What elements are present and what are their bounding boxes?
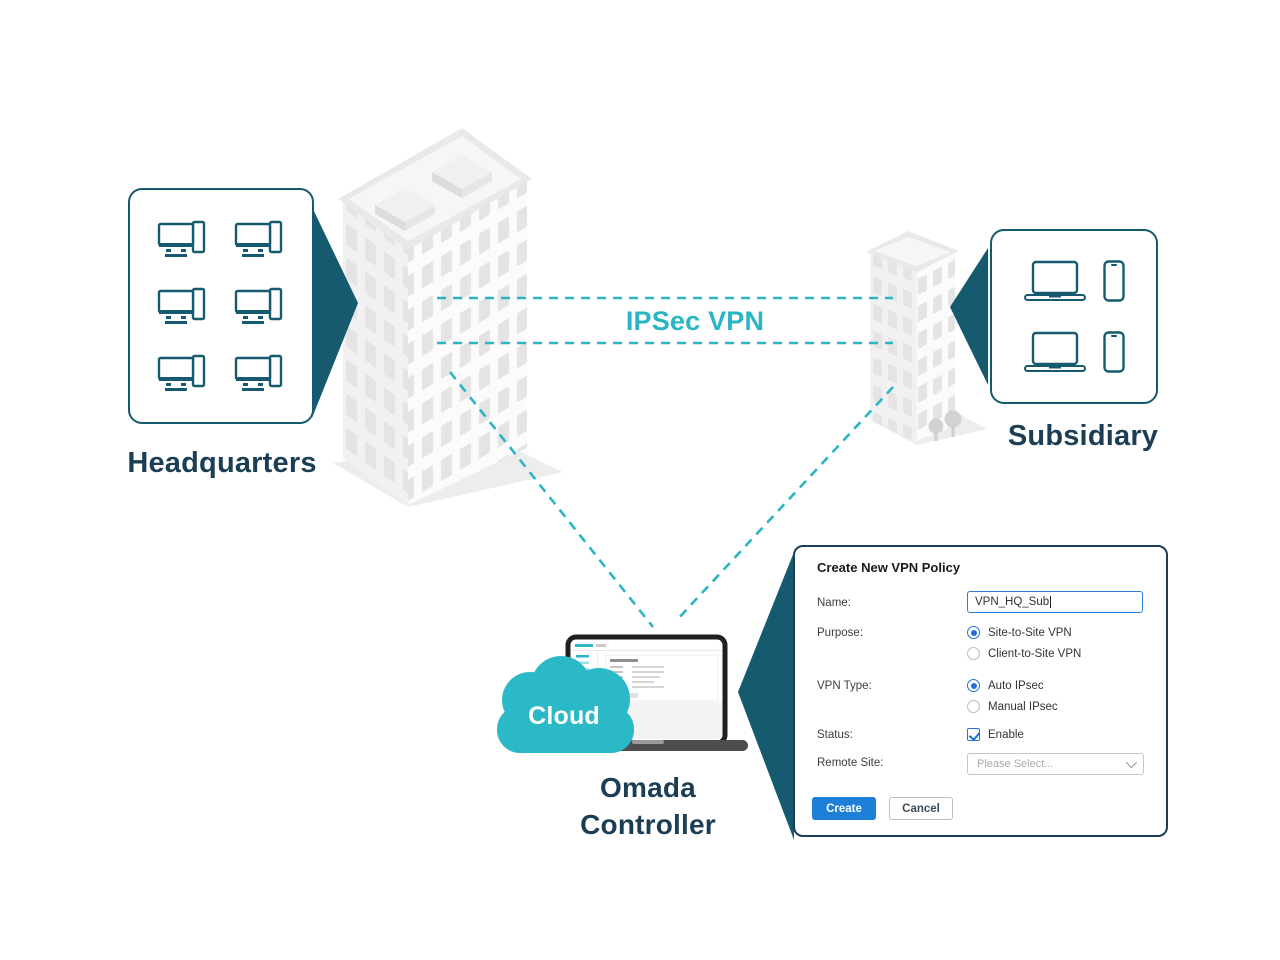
- radio-auto-ipsec[interactable]: Auto IPsec: [967, 679, 1044, 692]
- desktop-icon: [234, 221, 282, 258]
- desktop-icon: [234, 287, 282, 324]
- desktop-icon: [157, 287, 205, 324]
- remote-site-select[interactable]: Please Select...: [967, 753, 1144, 775]
- subsidiary-callout-arrow: [950, 248, 988, 385]
- checkbox-checked-icon: [967, 728, 980, 742]
- radio-label: Site-to-Site VPN: [988, 626, 1072, 639]
- cancel-button[interactable]: Cancel: [889, 797, 953, 820]
- controller-link-right: [675, 386, 894, 622]
- laptop-icon: [1024, 332, 1086, 373]
- radio-client-to-site-vpn[interactable]: Client-to-Site VPN: [967, 647, 1081, 660]
- check-icon: [968, 728, 980, 742]
- laptop-icon: [1024, 260, 1086, 301]
- cloud-label: Cloud: [528, 702, 600, 730]
- controller-label-line2: Controller: [580, 809, 716, 840]
- enable-checkbox[interactable]: Enable: [967, 728, 1024, 742]
- radio-icon: [967, 679, 980, 692]
- name-label: Name:: [817, 597, 851, 609]
- name-input-value: VPN_HQ_Sub: [975, 596, 1050, 608]
- chevron-down-icon: [1125, 756, 1138, 769]
- controller-link-left: [448, 371, 655, 628]
- laptop: [549, 634, 748, 751]
- dialog-callout-arrow: [738, 552, 794, 840]
- subsidiary-building: [866, 231, 987, 445]
- radio-label: Manual IPsec: [988, 700, 1058, 713]
- status-label: Status:: [817, 729, 853, 741]
- controller-label-line1: Omada: [600, 772, 696, 803]
- select-placeholder: Please Select...: [977, 758, 1054, 770]
- roof-unit: [432, 155, 492, 198]
- create-button[interactable]: Create: [812, 797, 876, 820]
- headquarters-label: Headquarters: [127, 447, 317, 479]
- name-input[interactable]: VPN_HQ_Sub: [967, 591, 1143, 613]
- trees: [928, 410, 962, 441]
- create-vpn-policy-dialog: Create New VPN Policy Name: VPN_HQ_Sub P…: [793, 545, 1168, 837]
- radio-manual-ipsec[interactable]: Manual IPsec: [967, 700, 1058, 713]
- remote-site-label: Remote Site:: [817, 757, 884, 769]
- ipsec-vpn-link-lines: [437, 296, 894, 628]
- omada-controller-label: Omada Controller: [533, 769, 763, 843]
- radio-icon: [967, 700, 980, 713]
- radio-label: Auto IPsec: [988, 679, 1044, 692]
- headquarters-callout-arrow: [312, 207, 358, 418]
- ipsec-vpn-label: IPSec VPN: [625, 306, 765, 336]
- radio-icon: [967, 626, 980, 639]
- desktop-icon: [157, 354, 205, 391]
- headquarters-callout: [128, 188, 314, 424]
- phone-icon: [1103, 331, 1125, 373]
- radio-icon: [967, 647, 980, 660]
- text-cursor: [1050, 596, 1052, 608]
- desktop-icon: [234, 354, 282, 391]
- roof-unit: [375, 188, 435, 231]
- purpose-label: Purpose:: [817, 627, 864, 639]
- radio-site-to-site-vpn[interactable]: Site-to-Site VPN: [967, 626, 1072, 639]
- desktop-icon: [157, 221, 205, 258]
- cloud-shape: [497, 656, 634, 753]
- headquarters-building: [333, 128, 563, 507]
- phone-icon: [1103, 260, 1125, 302]
- subsidiary-callout: [990, 229, 1158, 404]
- radio-label: Client-to-Site VPN: [988, 647, 1082, 660]
- vpn-type-label: VPN Type:: [817, 680, 872, 692]
- subsidiary-label: Subsidiary: [1007, 420, 1159, 452]
- checkbox-label: Enable: [988, 728, 1024, 741]
- dialog-title: Create New VPN Policy: [817, 560, 961, 575]
